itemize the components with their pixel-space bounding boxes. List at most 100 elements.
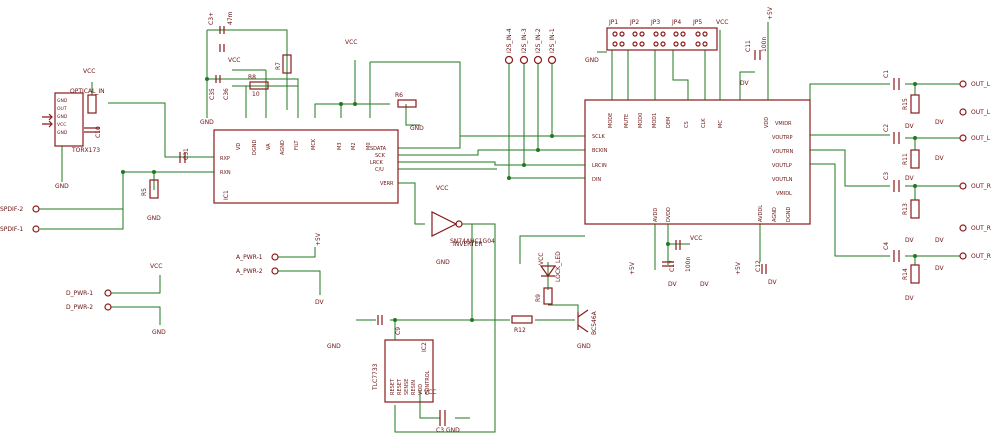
svg-text:RESIN: RESIN (411, 380, 417, 395)
svg-text:GND: GND (57, 98, 68, 104)
dv-label-out4: DV (905, 295, 915, 302)
apwr2-pad[interactable] (271, 267, 279, 275)
jp4-label: JP4 (671, 19, 681, 26)
c10-value: 10 (252, 91, 260, 98)
jp2-label: JP2 (629, 19, 639, 26)
spdif2-label: SPDIF-2 (0, 206, 23, 213)
dpwr1-label: D_PWR-1 (66, 290, 93, 297)
outl2-label: OUT_L (971, 109, 991, 116)
ic1-label: IC1 (223, 190, 230, 200)
dpwr2-pad[interactable] (104, 303, 112, 311)
gnd-label-r6: GND (410, 125, 424, 132)
svg-text:LRCK: LRCK (370, 160, 384, 166)
svg-text:MC: MC (718, 120, 724, 128)
svg-text:AGND: AGND (280, 140, 286, 155)
jumper-block: JP1 JP2 JP3 JP4 JP5 VCC GND (585, 19, 728, 64)
svg-text:DIN: DIN (592, 177, 601, 183)
svg-text:SCK: SCK (375, 153, 386, 159)
spdif-connectors: SPDIF-2 SPDIF-1 (0, 205, 40, 233)
p5v-label-b1: +5V (629, 261, 636, 275)
dv-label-apwr: DV (315, 299, 325, 306)
svg-text:DEM: DEM (666, 117, 672, 128)
c3-bottom-label: C3 (436, 427, 444, 434)
r9-label: R9 (535, 294, 542, 302)
outl1-pad[interactable] (959, 80, 967, 88)
svg-text:MOD0: MOD0 (638, 113, 644, 128)
outl2-pad[interactable] (959, 108, 967, 116)
svg-text:M2: M2 (351, 143, 357, 151)
svg-text:MCK: MCK (311, 138, 317, 150)
r15-label: R15 (902, 98, 909, 110)
i2s4-label: I2S_IN-4 (506, 28, 513, 53)
vcc-label-tlc: VCC (424, 389, 436, 396)
i2s1-pad[interactable] (547, 55, 557, 65)
bc-label: BC546A (591, 310, 598, 335)
svg-text:CONTROL: CONTROL (425, 370, 431, 395)
tlc7733-chip: RESET RESET SENSE RESIN VDD CONTROL TLC7… (327, 315, 460, 434)
svg-text:M0: M0 (366, 143, 372, 151)
c36-label: C36 (223, 88, 230, 100)
dv-label-out8: DV (935, 265, 945, 272)
svg-text:BCKIN: BCKIN (592, 148, 608, 154)
svg-text:VDD: VDD (764, 117, 770, 128)
spdif1-pad[interactable] (32, 225, 40, 233)
r5-label: R5 (141, 188, 148, 196)
dv-label-b3: DV (768, 279, 778, 286)
vcc-label-dpwr: VCC (150, 263, 162, 270)
wire-layer (36, 22, 960, 433)
inverter-label: INVERTER (453, 241, 483, 248)
dv-label-out2: DV (905, 175, 915, 182)
svg-text:VERR: VERR (380, 181, 394, 187)
c100n-bottom: 100n (685, 257, 692, 272)
dac-supply-bottom: C17 100n C12 +5V +5V VCC DV DV DV (629, 235, 778, 288)
svg-text:SCLK: SCLK (592, 134, 605, 140)
dpwr1-pad[interactable] (104, 289, 112, 297)
outl3-pad[interactable] (959, 134, 967, 142)
svg-text:VCC: VCC (57, 122, 66, 128)
vcc-label-led: VCC (538, 253, 545, 265)
vcc-label-dac: VCC (690, 235, 702, 242)
jp3-label: JP3 (650, 19, 660, 26)
svg-text:SDATA: SDATA (370, 146, 387, 152)
svg-text:GND: GND (57, 114, 68, 120)
svg-text:AGND: AGND (772, 207, 778, 222)
vcc-label-jp: VCC (716, 19, 728, 26)
dac-supply-top: C11 100n +5V DV (740, 6, 774, 87)
c9-label: C9 (395, 327, 402, 335)
spdif2-pad[interactable] (32, 205, 40, 213)
cs8416-supply: C3+ 47m C35 C36 R8 10 R7 VCC GND (200, 11, 292, 126)
i2s4-pad[interactable] (504, 55, 514, 65)
outl1-label: OUT_L (971, 81, 991, 88)
c47m-label: 47m (227, 11, 234, 25)
dac-chip: SCLK BCKIN LRCIN DIN VMIDR VOUTRP VOUTRN… (584, 99, 811, 225)
svg-text:RESET: RESET (390, 378, 396, 395)
svg-text:FILT: FILT (294, 140, 300, 150)
i2s1-label: I2S_IN-1 (549, 28, 556, 53)
gnd-label-tlc: GND (446, 427, 460, 434)
outr1-pad[interactable] (959, 182, 967, 190)
i2s2-pad[interactable] (533, 55, 543, 65)
jp5-label: JP5 (692, 19, 702, 26)
outl3-label: OUT_L (971, 135, 991, 142)
c35-label: C35 (209, 88, 216, 100)
vcc-label-top: VCC (228, 57, 240, 64)
svg-text:VDD: VDD (418, 384, 424, 395)
dv-label-out5: DV (935, 119, 945, 126)
apwr1-pad[interactable] (271, 253, 279, 261)
i2s3-pad[interactable] (519, 55, 529, 65)
c2-label: C2 (883, 124, 890, 132)
output-connectors: OUT_L OUT_L OUT_L OUT_R OUT_R OUT_R (959, 80, 991, 260)
outr2-pad[interactable] (959, 224, 967, 232)
svg-text:DGND: DGND (786, 207, 792, 222)
c10-label: C10 (95, 126, 102, 138)
dv-label-out6: DV (935, 155, 945, 162)
svg-text:RXN: RXN (220, 170, 231, 176)
optical-in-label: OPTICAL_IN (70, 88, 105, 95)
outr3-pad[interactable] (959, 252, 967, 260)
svg-text:RXP: RXP (220, 156, 230, 162)
svg-text:CLK: CLK (701, 118, 707, 128)
svg-text:AVDDL: AVDDL (758, 205, 764, 222)
gnd-label-top: GND (200, 119, 214, 126)
svg-text:VOUTRP: VOUTRP (772, 135, 792, 141)
i2s-inputs: I2S_IN-4 I2S_IN-3 I2S_IN-2 I2S_IN-1 (504, 28, 557, 65)
